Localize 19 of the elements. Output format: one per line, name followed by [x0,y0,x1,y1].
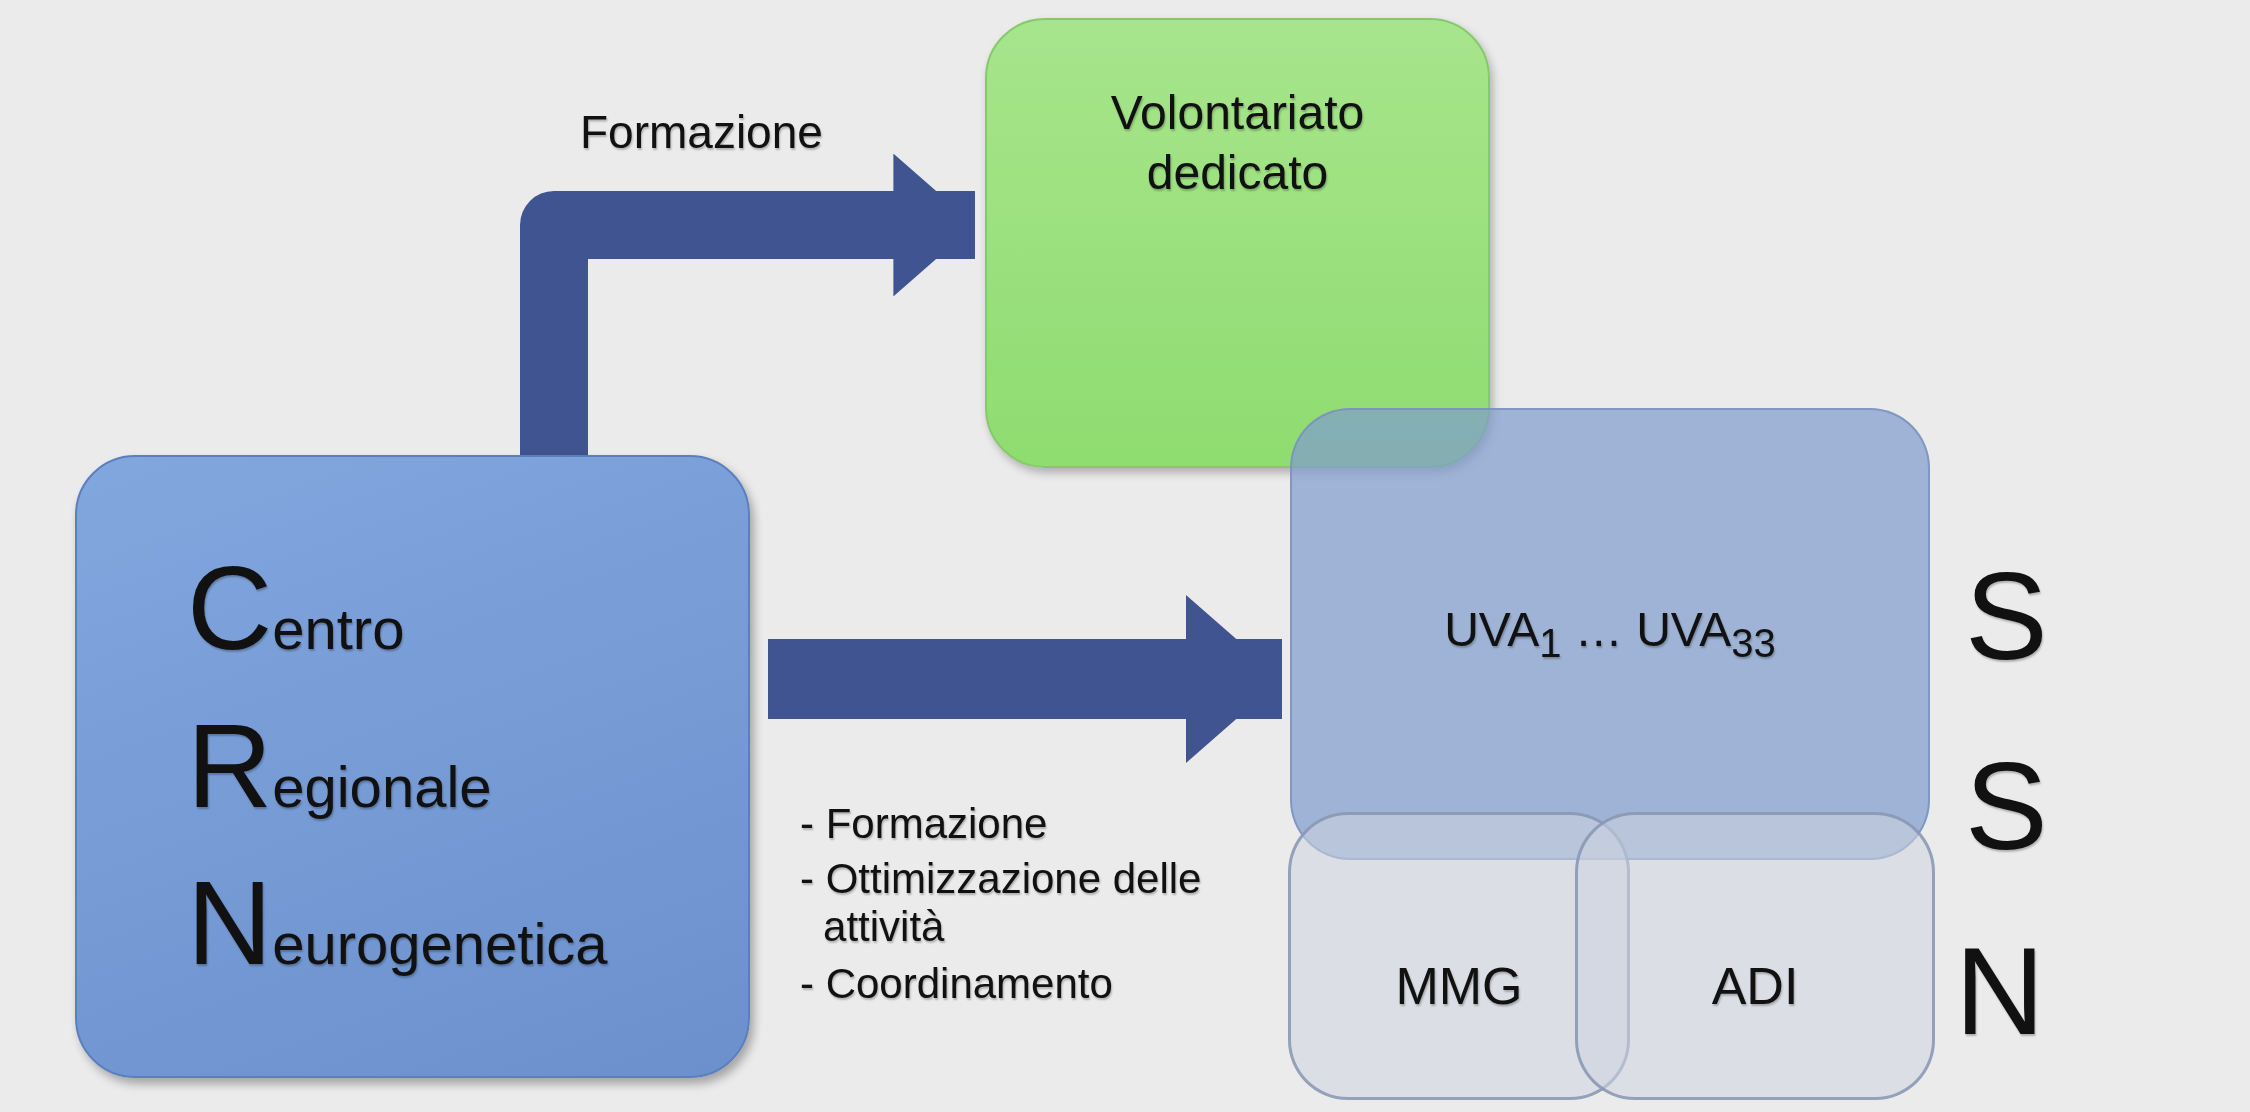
node-text: MMG [1395,955,1523,1017]
node-text: ADI [1711,955,1799,1017]
block-arrow [520,153,975,455]
node-text: Centro [187,543,405,674]
letter-label: S [1965,736,2048,877]
list-item: - Ottimizzazione delle attività [800,855,1203,952]
rounded-box [1290,408,1930,860]
block-arrow [768,595,1282,763]
node-text: UVA$_{1}$ … UVA$_{33}$ [1444,602,1776,667]
node-text: Volontariato dedicato [1109,85,1366,201]
node-text: Regionale [187,701,492,832]
rounded-box [75,455,750,1078]
rounded-box [1575,812,1935,1100]
list-item: - Coordinamento [800,960,1113,1009]
letter-label: N [1955,921,2045,1062]
list-item: - Formazione [800,800,1048,849]
rounded-box [985,18,1490,468]
node-text: Neurogenetica [187,859,608,990]
letter-label: S [1965,546,2048,687]
